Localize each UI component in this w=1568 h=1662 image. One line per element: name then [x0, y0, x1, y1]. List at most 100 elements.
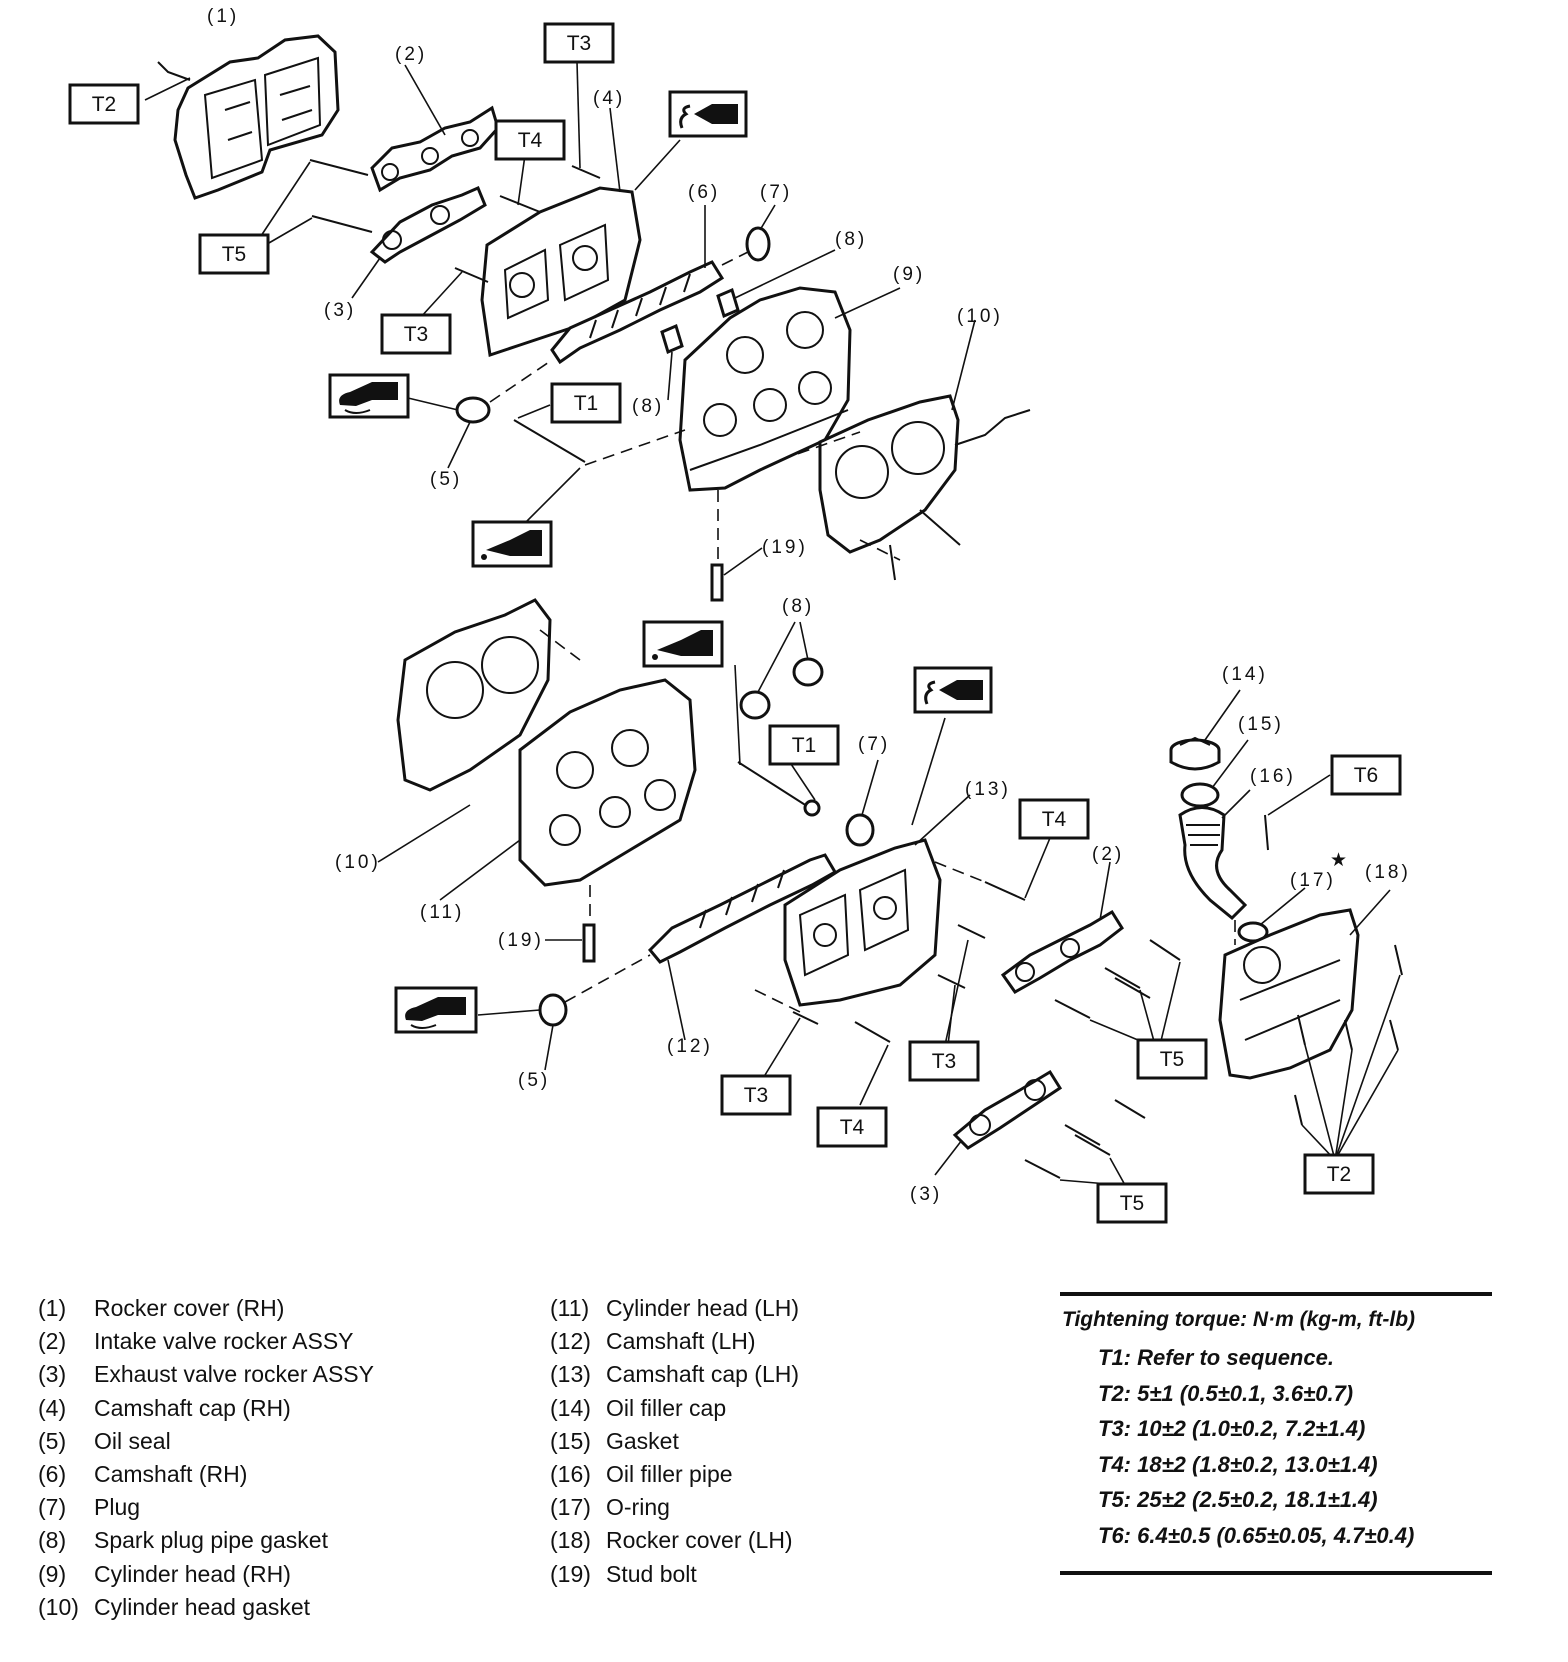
lead-t3c-1 [944, 939, 969, 1046]
legend-item: (9)Cylinder head (RH) [38, 1558, 374, 1591]
legend-item: (8)Spark plug pipe gasket [38, 1524, 374, 1557]
callout-4: (4) [593, 88, 625, 109]
lead-t1a [517, 404, 551, 419]
cylinder-head-lh-shape [518, 678, 697, 887]
lead-oil-icon-lower [734, 664, 741, 766]
legend-item: (1)Rocker cover (RH) [38, 1292, 374, 1325]
svg-text:T4: T4 [840, 1116, 865, 1139]
svg-text:T2: T2 [92, 93, 117, 116]
svg-text:T3: T3 [744, 1084, 769, 1107]
bolt-t4c [854, 1021, 891, 1043]
stud-bolt-rh-shape [710, 563, 724, 602]
svg-text:T3: T3 [404, 323, 429, 346]
callout-12: (12) [667, 1036, 713, 1057]
legend-number: (18) [550, 1527, 591, 1554]
callout-2: (2) [1092, 844, 1124, 865]
legend-number: (8) [38, 1527, 67, 1554]
lead-c8c-1 [757, 621, 796, 693]
legend-label: Camshaft (RH) [94, 1461, 248, 1488]
dash-gasket-rh [779, 431, 861, 461]
legend-label: Camshaft (LH) [606, 1328, 756, 1355]
svg-text:T3: T3 [567, 32, 592, 55]
legend-item: (2)Intake valve rocker ASSY [38, 1325, 374, 1358]
legend-number: (11) [550, 1295, 590, 1321]
callout-16: (16) [1250, 766, 1296, 787]
tightening-torque-table: Tightening torque: N·m (kg-m, ft-lb) T1:… [1060, 1292, 1492, 1575]
head-gasket-lh-shape [396, 598, 552, 792]
torque-spec-line: T6: 6.4±0.5 (0.65±0.05, 4.7±0.4) [1098, 1522, 1415, 1548]
lead-c9 [834, 287, 901, 319]
lead-t3a [576, 61, 581, 169]
callout-8: (8) [782, 596, 814, 617]
lead-t4a [517, 154, 526, 206]
sealant-icon [668, 90, 748, 138]
lead-c11 [439, 839, 521, 901]
lead-t6 [1267, 774, 1331, 816]
torque-tag-t1: T1 [768, 724, 840, 766]
callout-14: (14) [1222, 664, 1268, 685]
legend-label: Oil filler pipe [606, 1461, 733, 1488]
legend-label: Plug [94, 1494, 141, 1521]
legend-label: O-ring [606, 1494, 670, 1521]
legend-number: (3) [38, 1361, 67, 1388]
lead-t4c [859, 1044, 889, 1106]
head-gasket-rh-shape [818, 394, 1031, 581]
lead-t2b-2 [1334, 1049, 1399, 1161]
lead-oil-icon-upper [519, 467, 581, 529]
lead-c2a [404, 64, 446, 136]
legend-item: (18)Rocker cover (LH) [550, 1524, 799, 1557]
plug-lh-shape [845, 813, 875, 847]
lead-t3d [764, 1017, 801, 1076]
rocker-cover-lh-shape [1218, 908, 1360, 1080]
dash-plug-rh [721, 251, 749, 266]
legend-label: Intake valve rocker ASSY [94, 1328, 354, 1355]
legend-item: (3)Exhaust valve rocker ASSY [38, 1358, 374, 1391]
legend-number: (5) [38, 1427, 67, 1454]
grease-icon [394, 986, 478, 1034]
legend-label: Cylinder head (RH) [94, 1560, 291, 1587]
svg-text:T6: T6 [1354, 764, 1379, 787]
callout-10: (10) [957, 306, 1003, 327]
rocker-cover-rh-shape [173, 34, 340, 200]
cylinder-head-rh-shape [678, 286, 852, 492]
torque-spec-line: T4: 18±2 (1.8±0.2, 13.0±1.4) [1098, 1451, 1378, 1477]
oil-filler-gasket-shape [1180, 782, 1220, 808]
legend-label: Camshaft cap (RH) [94, 1394, 291, 1421]
callout-8: (8) [632, 396, 664, 417]
svg-text:T2: T2 [1327, 1163, 1352, 1186]
exhaust-rocker-rh-shape [369, 186, 487, 264]
legend-label: Oil seal [94, 1427, 171, 1454]
camshaft-rh-shape [550, 260, 725, 365]
callout-11: (11) [420, 902, 464, 923]
legend-item: (6) Camshaft (RH) [38, 1458, 374, 1491]
spark-gasket-lh-2 [792, 657, 824, 687]
camshaft-cap-lh-shape [783, 838, 942, 1007]
bolts-t5b [1054, 939, 1181, 1019]
torque-tag-t5: T5 [198, 233, 270, 275]
callout-7: (7) [858, 734, 890, 755]
legend-number: (7) [38, 1494, 67, 1521]
bolt-t2a [157, 61, 191, 81]
legend-item: (5) Oil seal [38, 1425, 374, 1458]
lead-sealant-upper [634, 139, 681, 191]
lead-t2a [144, 77, 191, 101]
torque-tag-t2: T2 [1303, 1153, 1375, 1195]
legend-number: (6) [38, 1461, 67, 1488]
legend-label: Stud bolt [606, 1560, 697, 1587]
torque-tag-t4: T4 [816, 1106, 888, 1148]
lead-t5a-2 [261, 217, 313, 248]
oil-filler-cap-shape [1169, 736, 1221, 771]
legend-item: (10)Cylinder head gasket [38, 1591, 374, 1624]
svg-text:T4: T4 [518, 129, 543, 152]
grease-icon [328, 373, 410, 419]
lead-t2b-4 [1334, 1049, 1353, 1161]
bolt-t4a [499, 195, 541, 213]
torque-spec-line: T2: 5±1 (0.5±0.1, 3.6±0.7) [1098, 1380, 1354, 1406]
torque-spec-line: T3: 10±2 (1.0±0.2, 7.2±1.4) [1098, 1416, 1366, 1441]
bolt-t3a [571, 165, 601, 179]
legend-label: Cylinder head (LH) [606, 1295, 800, 1321]
callout-1: (1) [207, 6, 239, 27]
dash-t3d [754, 989, 801, 1013]
legend-label: Rocker cover (RH) [94, 1295, 285, 1321]
lead-c7a [759, 204, 776, 231]
